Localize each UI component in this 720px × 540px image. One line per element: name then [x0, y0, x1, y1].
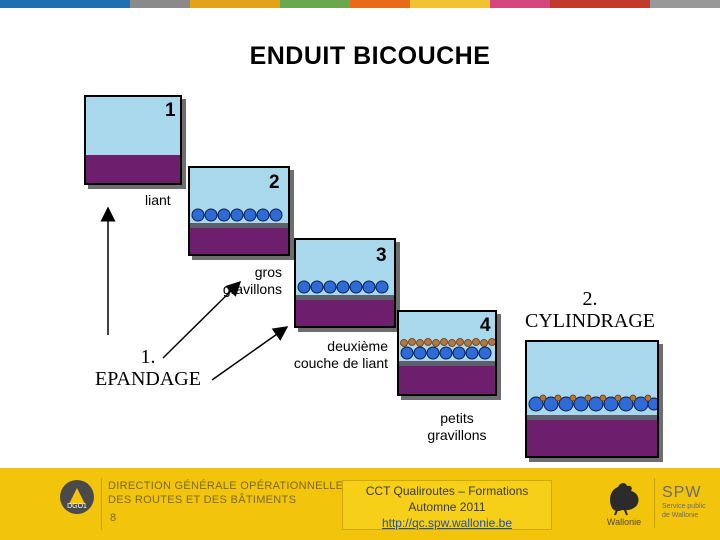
- epandage-number: 1.: [140, 346, 156, 368]
- epandage-text: EPANDAGE: [95, 368, 201, 390]
- cylindrage-label: 2. CYLINDRAGE: [509, 288, 671, 332]
- two-layer-aggregate: [400, 338, 495, 360]
- wallonie-logo: Wallonie: [600, 478, 648, 530]
- step-2-number: 2: [269, 172, 280, 193]
- deuxieme-line1: deuxième: [327, 338, 388, 354]
- cct-line1: CCT Qualiroutes – Formations: [365, 484, 529, 498]
- step-1-panel: [84, 95, 182, 185]
- wallonie-text: Wallonie: [606, 517, 642, 527]
- step-4-panel: [397, 310, 497, 396]
- spw-text: SPW: [662, 484, 702, 501]
- cylindrage-text: CYLINDRAGE: [525, 310, 655, 332]
- rooster-icon: [610, 483, 639, 516]
- deuxieme-couche-label: deuxième couche de liant: [276, 338, 388, 372]
- dgo-logo: DGO1: [60, 480, 94, 514]
- footer-department: DIRECTION GÉNÉRALE OPÉRATIONNELLE DES RO…: [108, 479, 343, 507]
- step-2-panel: [188, 166, 290, 256]
- footer-line1: DIRECTION GÉNÉRALE OPÉRATIONNELLE: [108, 480, 344, 492]
- deuxieme-line2: couche de liant: [293, 355, 388, 371]
- cylindrage-panel: [525, 340, 659, 458]
- step-4-number: 4: [480, 315, 491, 336]
- cct-box: CCT Qualiroutes – Formations Automne 201…: [342, 480, 552, 530]
- epandage-label: 1. EPANDAGE: [82, 346, 214, 390]
- large-aggregate-row: [297, 280, 389, 294]
- dgo-logo-icon: [69, 488, 85, 504]
- petits-gravillons-label: petits gravillons: [418, 410, 496, 444]
- top-color-bar: [0, 0, 720, 8]
- footer-divider-2: [654, 478, 655, 528]
- spw-sub2: de Wallonie: [662, 512, 699, 519]
- cct-line2: Automne 2011: [408, 500, 486, 514]
- page-number: 8: [110, 512, 117, 524]
- gros-line2: gravillons: [222, 281, 282, 297]
- cylindrage-number: 2.: [582, 288, 598, 310]
- large-aggregate-row: [191, 208, 283, 222]
- spw-logo: SPW Service public de Wallonie: [662, 484, 716, 528]
- spw-sub1: Service public: [662, 503, 706, 510]
- gros-line1: gros: [254, 264, 282, 280]
- footer-divider: [101, 478, 102, 530]
- petits-line2: gravillons: [427, 427, 487, 443]
- step-1-number: 1: [165, 100, 176, 121]
- step-3-number: 3: [376, 245, 387, 266]
- compacted-aggregate: [528, 394, 657, 412]
- dgo-logo-text: DGO1: [67, 503, 87, 510]
- liant-label: liant: [145, 192, 171, 208]
- gros-gravillons-label: gros gravillons: [210, 264, 282, 298]
- step-3-panel: [294, 238, 396, 328]
- cct-link[interactable]: http://qc.spw.wallonie.be: [381, 516, 513, 530]
- footer-line2: DES ROUTES ET DES BÂTIMENTS: [108, 494, 297, 506]
- page-title: ENDUIT BICOUCHE: [249, 42, 491, 70]
- petits-line1: petits: [440, 410, 474, 426]
